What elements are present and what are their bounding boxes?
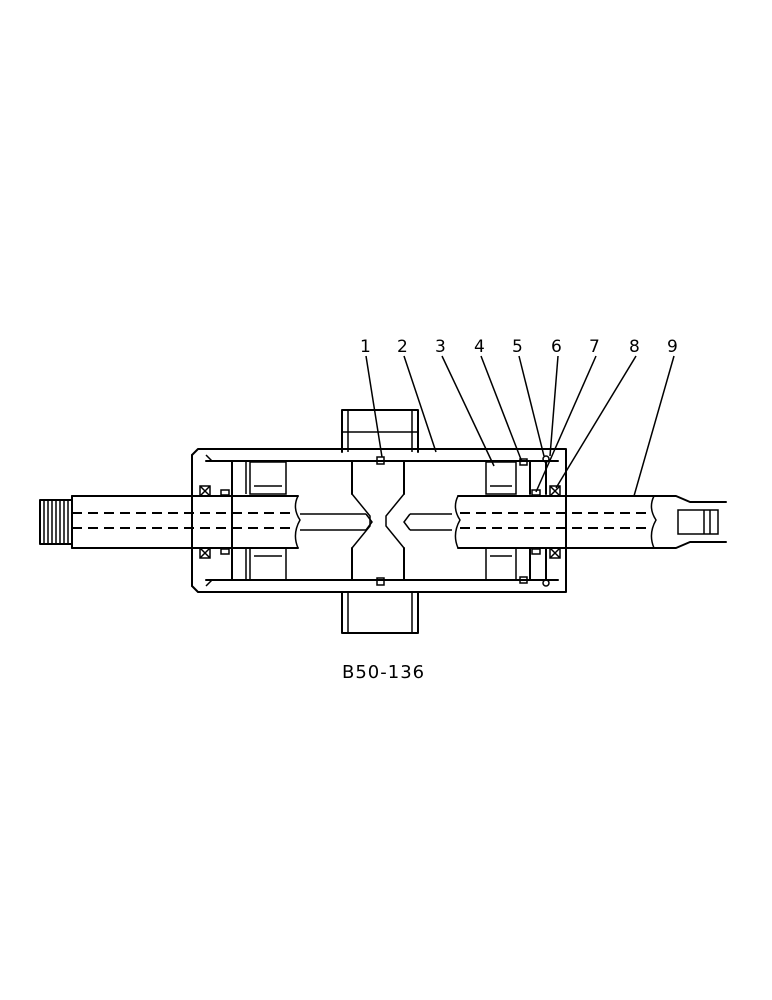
o-rings	[376, 455, 550, 587]
right-gland	[485, 460, 547, 581]
callout-5: 5	[512, 337, 523, 357]
callout-2: 2	[397, 337, 408, 357]
figure-id-label: B50-136	[342, 662, 425, 683]
cylinder-barrel	[191, 448, 567, 593]
trunnion-top	[341, 409, 419, 453]
threaded-end-left	[39, 495, 73, 549]
seals	[199, 485, 561, 559]
callout-8: 8	[629, 337, 640, 357]
left-end-cap	[191, 454, 287, 587]
callout-6: 6	[551, 337, 562, 357]
callout-3: 3	[435, 337, 446, 357]
callout-7: 7	[589, 337, 600, 357]
left-rod	[71, 495, 373, 549]
piston	[351, 460, 405, 581]
callout-1: 1	[360, 337, 371, 357]
leader-lines	[365, 355, 675, 497]
callout-9: 9	[667, 337, 678, 357]
callout-4: 4	[474, 337, 485, 357]
right-rod	[403, 495, 727, 549]
callout-labels: 1 2 3 4 5 6 7 8 9	[360, 337, 678, 357]
trunnion-bottom	[341, 592, 419, 634]
